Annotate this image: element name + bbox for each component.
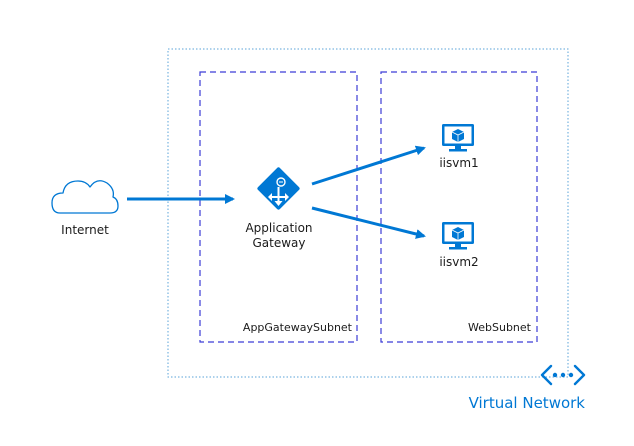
web-subnet-label: WebSubnet: [468, 321, 531, 334]
arrow-gateway-to-iisvm1: [311, 145, 426, 186]
vm-iisvm1-icon: [442, 124, 474, 152]
arrow-gateway-to-iisvm2: [311, 206, 426, 239]
internet-label: Internet: [61, 223, 109, 237]
app-gateway-subnet-label: AppGatewaySubnet: [242, 321, 352, 334]
iisvm2-label: iisvm2: [439, 255, 479, 269]
app-gateway-label-line2: Gateway: [252, 236, 306, 250]
app-gateway-subnet-box: [199, 71, 358, 343]
cloud-icon: [51, 180, 119, 214]
virtual-network-boundary: [167, 48, 569, 378]
iisvm1-label: iisvm1: [439, 156, 479, 170]
vm-iisvm2-icon: [442, 222, 474, 250]
web-subnet-box: [380, 71, 538, 343]
virtual-network-icon: [540, 364, 586, 386]
virtual-network-label: Virtual Network: [468, 394, 585, 412]
application-gateway-icon: [257, 167, 300, 210]
app-gateway-label-line1: Application: [245, 221, 313, 235]
